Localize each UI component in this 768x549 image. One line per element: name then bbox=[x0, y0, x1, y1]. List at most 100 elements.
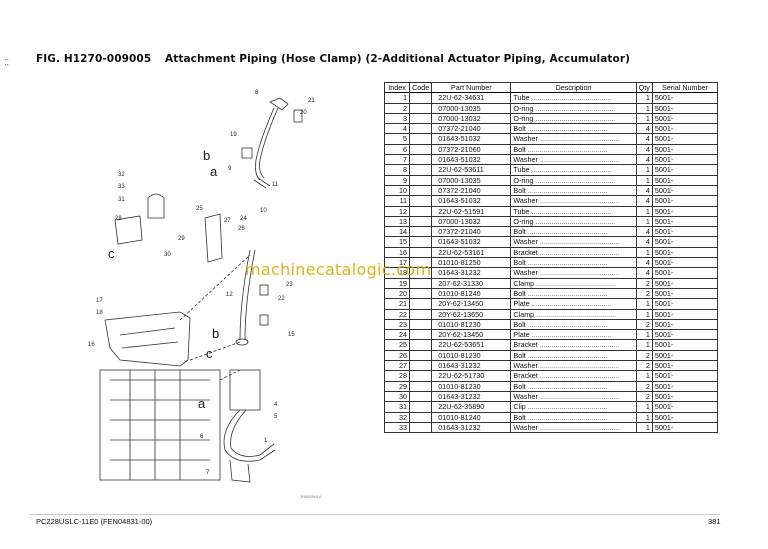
cell-qty: 1 bbox=[635, 215, 653, 228]
column-header: Index bbox=[383, 81, 411, 94]
cell-index: 2 bbox=[383, 102, 411, 114]
column-header: Code bbox=[409, 81, 433, 94]
cell-code bbox=[409, 421, 433, 434]
cell-code bbox=[409, 390, 433, 403]
cell-serial: 5001- bbox=[651, 246, 719, 259]
leader-dots: ........................................ bbox=[537, 134, 620, 144]
cell-part: 01643-51032 bbox=[431, 154, 512, 166]
cell-code bbox=[409, 401, 433, 413]
cell-qty: 1 bbox=[635, 246, 653, 259]
page-title: FIG. H1270-009005 Attachment Piping (Hos… bbox=[36, 53, 630, 65]
callout-4: 4 bbox=[274, 402, 278, 408]
cell-code bbox=[409, 184, 433, 197]
cell-qty: 1 bbox=[635, 308, 653, 320]
cell-desc: Bolt ...................................… bbox=[510, 349, 637, 362]
cell-part: 20Y-62-13450 bbox=[431, 298, 512, 310]
description-text: Clamp bbox=[513, 309, 535, 319]
cell-serial: 5001- bbox=[651, 102, 719, 114]
cell-desc: Bolt ...................................… bbox=[510, 226, 637, 238]
callout-27: 27 bbox=[224, 218, 231, 224]
description-text: Washer bbox=[513, 361, 538, 371]
description-text: O-ring bbox=[513, 103, 534, 113]
cell-serial: 5001- bbox=[651, 174, 719, 186]
cell-desc: Washer .................................… bbox=[510, 267, 637, 279]
cell-code bbox=[409, 298, 433, 310]
clamp-20 bbox=[293, 109, 303, 123]
cell-code bbox=[409, 277, 433, 289]
cell-part: 20Y-62-13450 bbox=[431, 329, 512, 341]
cell-code bbox=[409, 215, 433, 228]
leader-dots: ........................................ bbox=[537, 155, 620, 165]
leader-dots: ........................................ bbox=[525, 402, 608, 412]
cell-part: 22U-62-51591 bbox=[431, 205, 512, 217]
description-text: Plate bbox=[513, 299, 530, 309]
cell-index: 20 bbox=[383, 287, 411, 300]
callout-23: 23 bbox=[286, 282, 293, 288]
cell-serial: 5001- bbox=[651, 401, 719, 413]
cell-code bbox=[409, 154, 433, 166]
callout-22: 22 bbox=[278, 296, 285, 302]
leader-dots: ........................................ bbox=[537, 247, 620, 257]
connector-c-left: c bbox=[108, 246, 115, 261]
cell-code bbox=[409, 133, 433, 145]
cell-qty: 1 bbox=[635, 329, 653, 341]
connector-a-top: a bbox=[210, 164, 218, 179]
cell-serial: 5001- bbox=[651, 360, 719, 372]
leader-dots: ........................................ bbox=[525, 350, 608, 360]
cell-qty: 4 bbox=[635, 236, 653, 248]
cell-desc: O-ring .................................… bbox=[510, 102, 637, 114]
description-text: Bolt bbox=[513, 144, 526, 154]
callout-11: 11 bbox=[272, 182, 279, 188]
cell-qty: 2 bbox=[635, 360, 653, 372]
callout-9: 9 bbox=[228, 166, 232, 172]
cell-index: 7 bbox=[383, 154, 411, 166]
parts-diagram: 8 21 20 19 9 11 10 a b 32 33 31 28 29 30… bbox=[60, 80, 380, 500]
cell-desc: Washer .................................… bbox=[510, 195, 637, 207]
cell-code bbox=[409, 123, 433, 135]
description-text: Washer bbox=[513, 237, 538, 247]
cell-desc: Tube ...................................… bbox=[510, 92, 637, 104]
cell-qty: 1 bbox=[635, 411, 653, 423]
cell-serial: 5001- bbox=[651, 277, 719, 289]
leader-dots: ........................................ bbox=[525, 227, 608, 237]
callout-24: 24 bbox=[240, 216, 247, 222]
description-text: O-ring bbox=[513, 175, 534, 185]
description-text: Washer bbox=[513, 391, 538, 401]
leader-dots: ........................................ bbox=[529, 93, 612, 103]
callout-26: 26 bbox=[238, 226, 245, 232]
cell-code bbox=[409, 112, 433, 125]
cell-index: 29 bbox=[383, 380, 411, 392]
cell-qty: 2 bbox=[635, 287, 653, 300]
cell-index: 21 bbox=[383, 298, 411, 310]
cell-index: 32 bbox=[383, 411, 411, 423]
cell-serial: 5001- bbox=[651, 287, 719, 300]
clamp-19 bbox=[241, 147, 253, 159]
leader-dots: ........................................ bbox=[534, 309, 617, 319]
cell-index: 3 bbox=[383, 112, 411, 125]
cell-desc: Bolt ...................................… bbox=[510, 380, 637, 392]
tube-12 bbox=[239, 249, 251, 341]
cell-index: 27 bbox=[383, 360, 411, 372]
leader-dots: ........................................ bbox=[533, 175, 616, 185]
cell-desc: Plate ..................................… bbox=[510, 329, 637, 341]
cell-part: 07000-13032 bbox=[431, 112, 512, 125]
cell-part: 22U-62-53651 bbox=[431, 339, 512, 351]
callout-5: 5 bbox=[274, 414, 278, 420]
cell-code bbox=[409, 370, 433, 382]
cell-serial: 5001- bbox=[651, 215, 719, 228]
cell-part: 20Y-62-13650 bbox=[431, 308, 512, 320]
leader-dots: ........................................ bbox=[525, 258, 608, 268]
connector-c-mid: c bbox=[206, 346, 213, 361]
callout-25: 25 bbox=[196, 206, 203, 212]
leader-dots: ........................................ bbox=[537, 340, 620, 350]
leader-dots: ........................................ bbox=[525, 412, 608, 422]
cell-qty: 4 bbox=[635, 133, 653, 145]
